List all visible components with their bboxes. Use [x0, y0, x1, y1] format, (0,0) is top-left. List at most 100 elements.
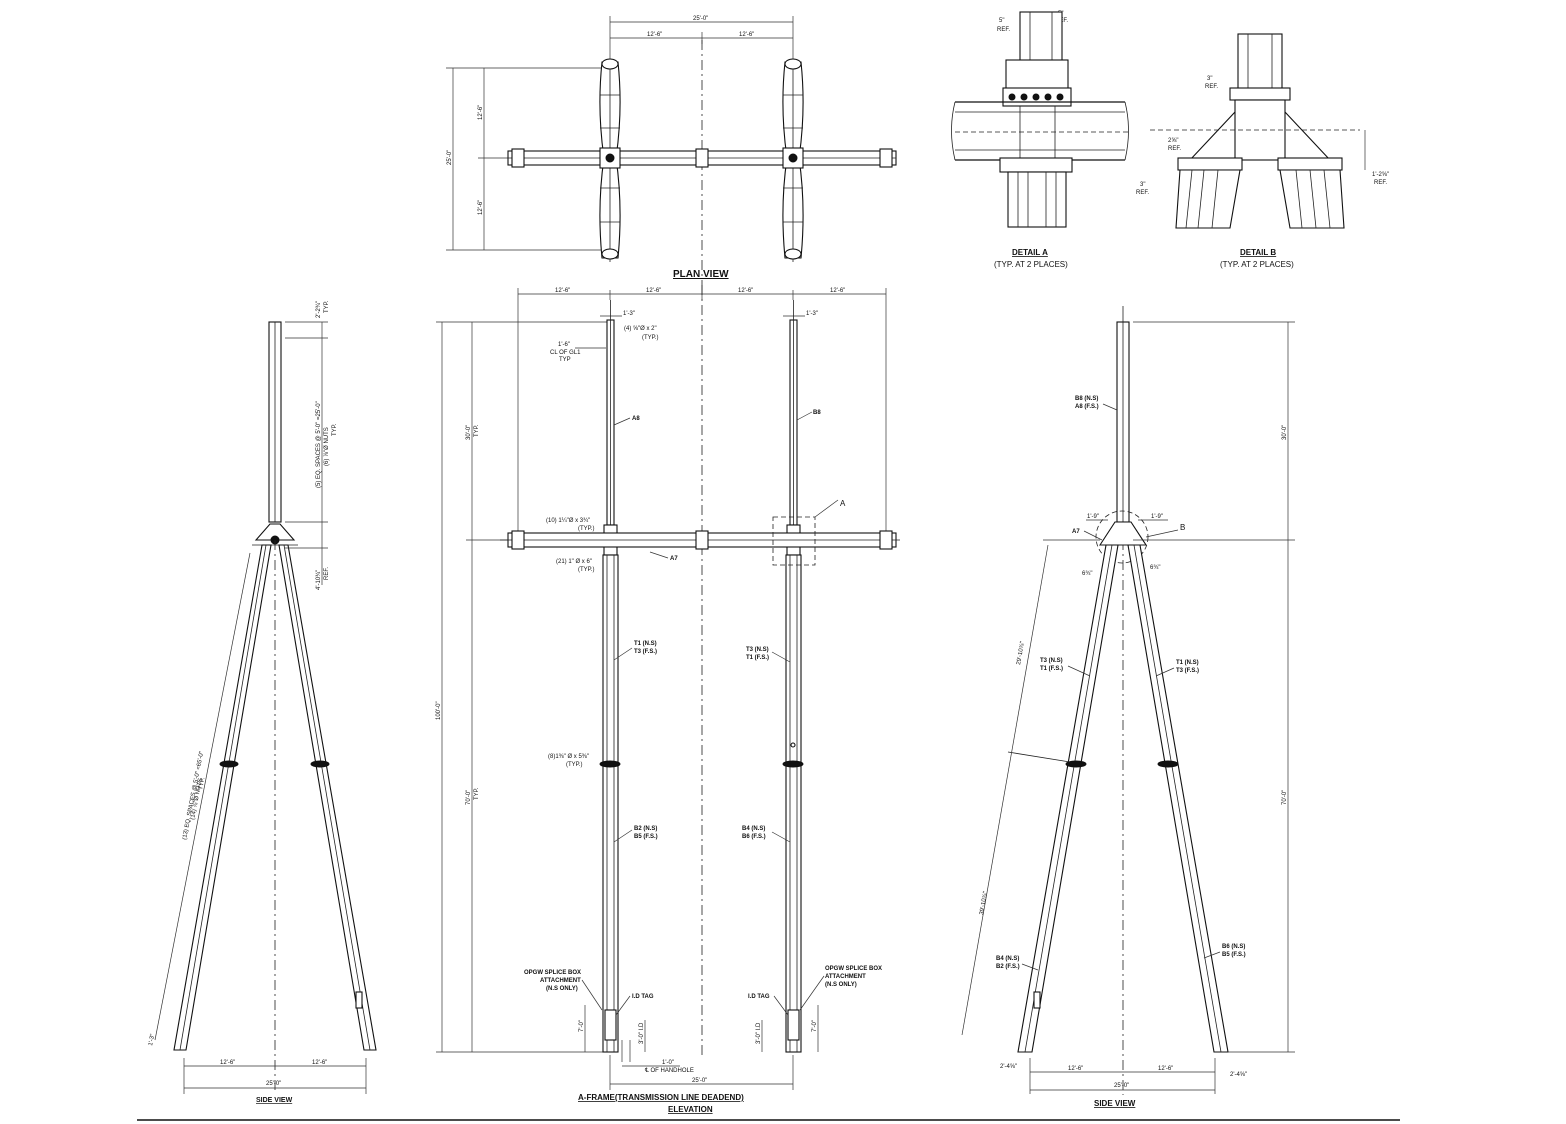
elev-top-dim-4: 12'-6"	[830, 288, 845, 294]
elev-mark-a7: A7	[670, 556, 678, 562]
elev-top-dim-3: 12'-6"	[738, 288, 753, 294]
side-right-leg-lower: 39'-10⅞"	[979, 891, 989, 915]
side-left-base-total: 25'-0"	[266, 1081, 281, 1087]
side-left-nuts-3: TYP.	[332, 423, 338, 436]
elev-cl-label: CL OF GL1	[550, 350, 581, 356]
elev-right-t3: T3 (N.S)	[746, 647, 769, 653]
side-right-l-b2: B2 (F.S.)	[996, 964, 1020, 970]
plan-view: 25'-0" 12'-6" 12'-6" 25'-0" 12'-6" 12'-6…	[446, 16, 897, 290]
side-right-mark-a7: A7	[1072, 529, 1080, 535]
side-left-leg-1: (13) EQ. SPACES @ 5'-0" =65'-0"	[182, 751, 205, 841]
side-left-ref-sub: REF.	[324, 567, 330, 580]
side-right-r-t1: T1 (N.S)	[1176, 660, 1199, 666]
elev-bolt-mid-sub: (TYP.)	[578, 526, 595, 532]
side-right-base-r: 12'-6"	[1158, 1066, 1173, 1072]
side-left-top-dim-sub: TYP.	[324, 300, 330, 313]
side-left-foot: 1'-3"	[148, 1034, 156, 1047]
detail-a-subtitle: (TYP. AT 2 PLACES)	[994, 260, 1068, 269]
elev-cl-offset: 1'-6"	[558, 342, 570, 348]
elevation-view: 12'-6" 12'-6" 12'-6" 12'-6" 1'-3" 1'-3" …	[436, 285, 900, 1114]
elev-subtitle: ELEVATION	[668, 1105, 713, 1114]
elev-opgw-r1: OPGW SPLICE BOX	[825, 966, 882, 972]
side-right-r-b6: B6 (N.S)	[1222, 944, 1245, 950]
side-right-leg-upper: 29'-10⅞"	[1016, 641, 1026, 665]
side-right-l-t1: T1 (F.S.)	[1040, 666, 1063, 672]
elev-top-dim-1: 12'-6"	[555, 288, 570, 294]
elev-opgw-r3: (N.S ONLY)	[825, 982, 857, 988]
elev-cap-right: 1'-3"	[806, 311, 818, 317]
elev-opgw-l2: ATTACHMENT	[540, 978, 581, 984]
elev-top-dim-2: 12'-6"	[646, 288, 661, 294]
detail-b-low: 3"	[1140, 182, 1145, 188]
side-right-title: SIDE VIEW	[1094, 1099, 1136, 1108]
elev-id-tag-left: I.D TAG	[632, 994, 654, 1000]
elev-base-c: 1'-0"	[662, 1060, 674, 1066]
side-right-w-l: 6¾"	[1082, 571, 1092, 577]
detail-b-right-sub: REF.	[1374, 180, 1387, 186]
elev-lower-sub: TYP.	[474, 787, 480, 800]
side-view-right: B 30'-0" 70'-0" B8 (N.S) A8 (F.S.) 1'-9"…	[961, 306, 1295, 1108]
side-view-left: 2'-2¾" TYP. (5) EQ. SPACES @ 5'-0" =25'-…	[148, 300, 377, 1104]
elev-upper-height: 30'-0"	[466, 425, 472, 440]
detail-a: 5" REF. 5" REF. DETAIL A (TYP. AT 2 PLA	[951, 11, 1130, 269]
elev-bolt-mid: (10) 1¼"Ø x 3¾"	[546, 518, 590, 524]
side-right-off-l: 1'-9"	[1087, 514, 1099, 520]
elev-base-b-left: 3'-0" I.D	[639, 1022, 645, 1044]
side-right-base-total: 25'-0"	[1114, 1083, 1129, 1089]
side-right-r-b5: B5 (F.S.)	[1222, 952, 1246, 958]
side-left-nuts-1: (5) EQ. SPACES @ 5'-0" =25'-0"	[316, 401, 322, 488]
detail-b-mid: 2⅝"	[1168, 138, 1178, 144]
side-left-title: SIDE VIEW	[256, 1097, 293, 1104]
side-right-w-r: 6¾"	[1150, 565, 1160, 571]
side-right-lower: 70'-0"	[1282, 790, 1288, 805]
elev-title: A-FRAME(TRANSMISSION LINE DEADEND)	[578, 1093, 744, 1102]
side-left-nuts-2: (6) ⅞"Ø NUTS	[324, 427, 330, 466]
side-right-foot-l: 2'-4⅝"	[1000, 1064, 1017, 1070]
elev-bolt-splice: (8)1⅜" Ø x 5⅜"	[548, 754, 589, 760]
elev-handhole: ℄ OF HANDHOLE	[644, 1068, 694, 1074]
side-left-ref-dim: 4'-10¾"	[316, 570, 322, 590]
side-right-r-t3: T3 (F.S.)	[1176, 668, 1199, 674]
side-right-mark-top-1: B8 (N.S)	[1075, 396, 1098, 402]
elev-bolt-arm: (21) 1" Ø x 6"	[556, 559, 592, 565]
detail-a-ref-left-sub: REF.	[997, 27, 1010, 33]
plan-dim-total-vert: 25'-0"	[447, 150, 453, 165]
elev-base-width: 25'-0"	[692, 1078, 707, 1084]
detail-b-top: 3"	[1207, 76, 1212, 82]
plan-dim-lower: 12'-6"	[478, 200, 484, 215]
elev-base-a-right: 7'-0"	[812, 1020, 818, 1032]
side-right-base-l: 12'-6"	[1068, 1066, 1083, 1072]
elev-cl-sub: TYP	[559, 357, 571, 363]
detail-b-mid-sub: REF.	[1168, 146, 1181, 152]
elev-right-b4: B4 (N.S)	[742, 826, 765, 832]
plan-view-title: PLAN VIEW	[673, 269, 729, 280]
elev-overall-height: 100'-0"	[436, 701, 442, 720]
elev-mark-b8: B8	[813, 410, 821, 416]
detail-b-right: 1'-2⅝"	[1372, 172, 1389, 178]
elev-opgw-l3: (N.S ONLY)	[546, 986, 578, 992]
elev-left-b2: B2 (N.S)	[634, 826, 657, 832]
elev-cap-left: 1'-3"	[623, 311, 635, 317]
elev-id-tag-right: I.D TAG	[748, 994, 770, 1000]
side-right-foot-r: 2'-4⅝"	[1230, 1072, 1247, 1078]
side-left-leg-3: TYP.	[198, 777, 206, 791]
elev-callout-a: A	[840, 499, 846, 508]
elev-base-b-right: 3'-0" I.D	[756, 1022, 762, 1044]
side-left-base-r: 12'-6"	[312, 1060, 327, 1066]
plan-dim-right: 12'-6"	[739, 32, 754, 38]
elev-opgw-l1: OPGW SPLICE BOX	[524, 970, 581, 976]
side-right-upper: 30'-0"	[1282, 425, 1288, 440]
side-right-callout-b: B	[1180, 523, 1185, 532]
side-right-l-t3: T3 (N.S)	[1040, 658, 1063, 664]
detail-b: 3" REF. 2⅝" REF. 3" REF. 1'-2⅝" REF. DET…	[1136, 33, 1389, 269]
elev-right-b6: B6 (F.S.)	[742, 834, 766, 840]
side-left-base-l: 12'-6"	[220, 1060, 235, 1066]
elev-base-a-left: 7'-0"	[579, 1020, 585, 1032]
side-right-off-r: 1'-9"	[1151, 514, 1163, 520]
elev-bolt-arm-sub: (TYP.)	[578, 567, 595, 573]
elev-opgw-r2: ATTACHMENT	[825, 974, 866, 980]
elev-left-b5: B5 (F.S.)	[634, 834, 658, 840]
elev-bolt-top: (4) ⅝"Ø x 2"	[624, 326, 657, 332]
side-right-l-b4: B4 (N.S)	[996, 956, 1019, 962]
